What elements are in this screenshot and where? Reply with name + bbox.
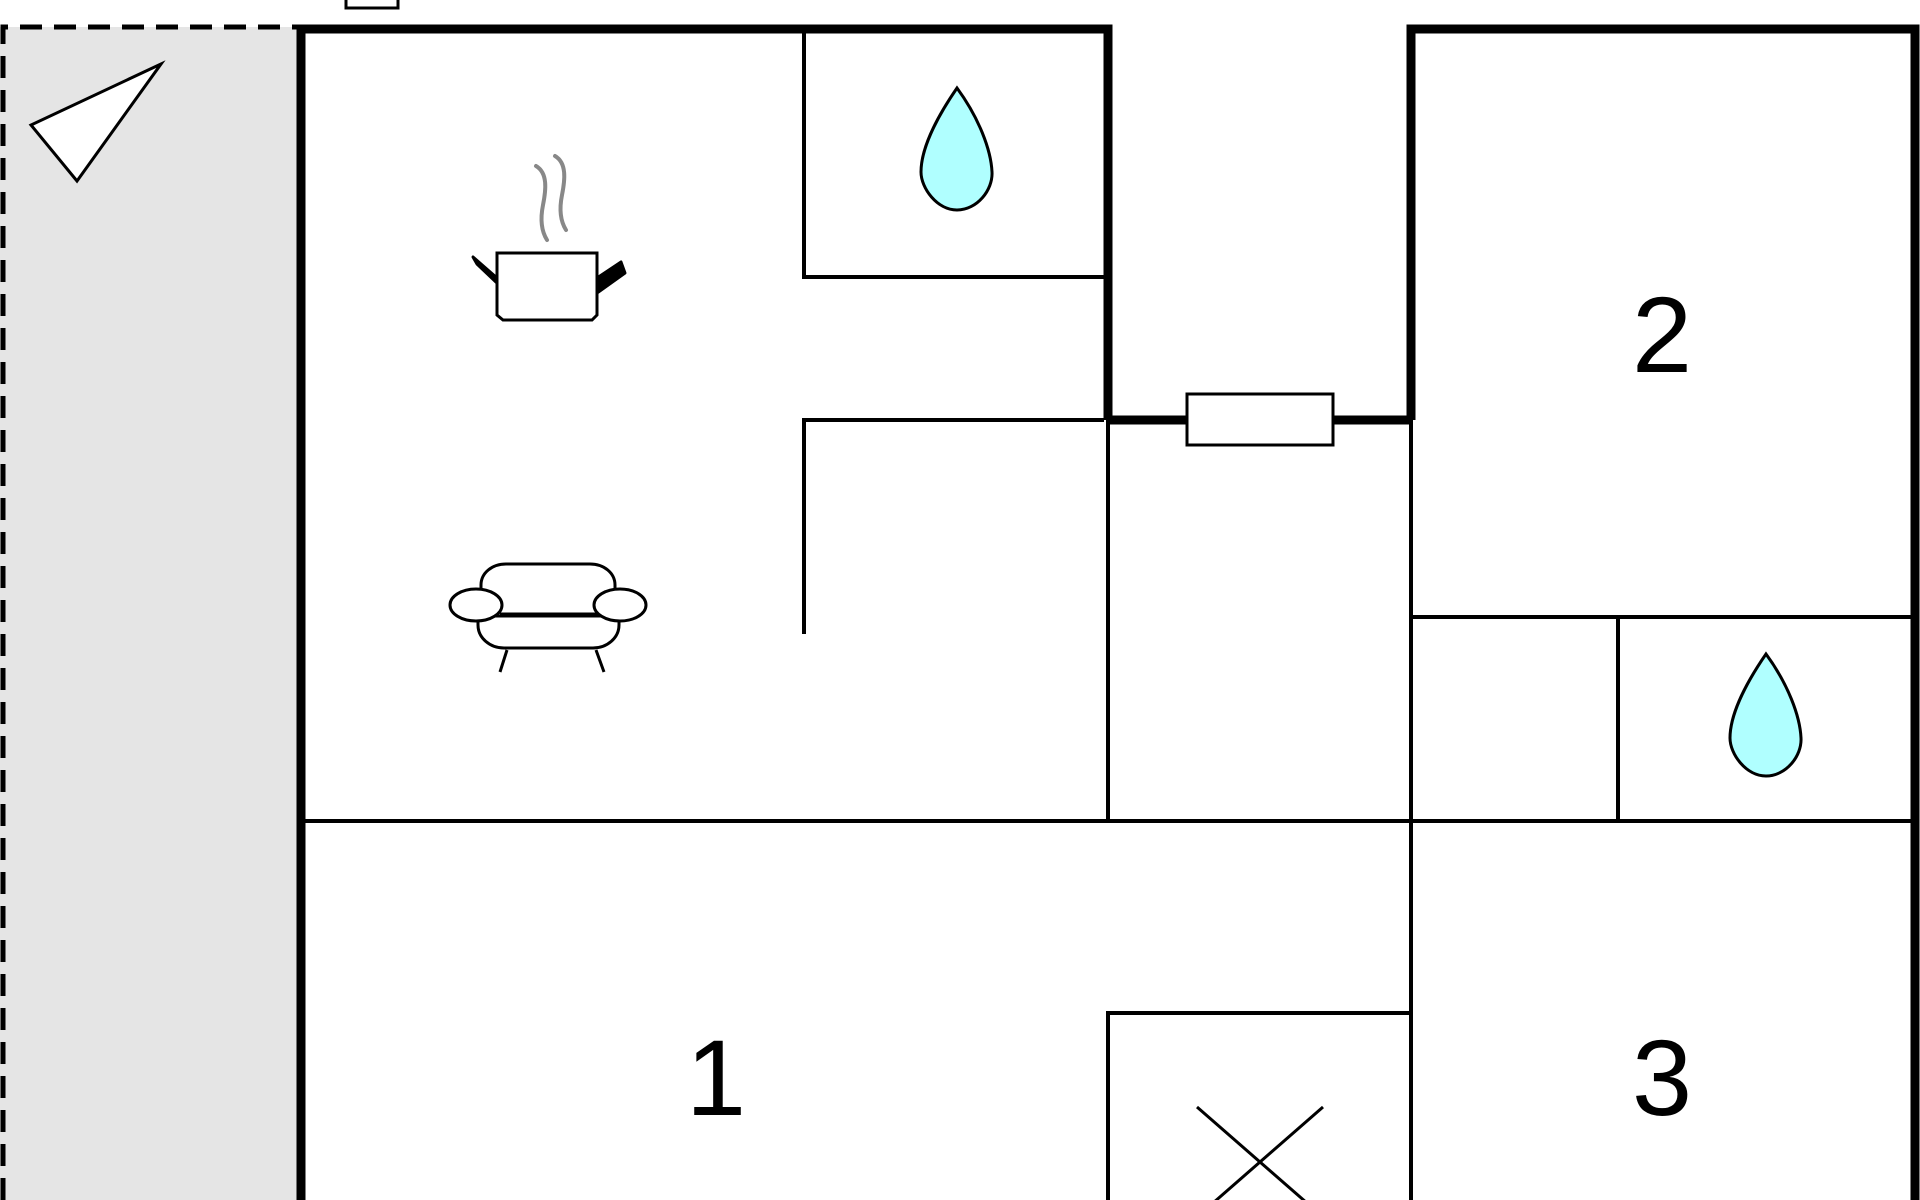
room-number-1: 1 bbox=[686, 1017, 746, 1138]
cross-line bbox=[1214, 1105, 1324, 1200]
top-marker bbox=[344, 0, 400, 10]
sofa-icon bbox=[448, 562, 648, 673]
sofa-seat bbox=[476, 614, 621, 650]
wall-right-top bbox=[1406, 24, 1920, 1200]
pot-handle-right bbox=[595, 260, 627, 295]
sofa-leg bbox=[594, 649, 606, 673]
pot-handle-left bbox=[471, 255, 499, 285]
sofa-arm-left bbox=[448, 587, 504, 623]
interior-walls bbox=[304, 29, 1911, 1200]
wall-left-top bbox=[296, 24, 1113, 1200]
water-drop-icon bbox=[1728, 651, 1803, 778]
pot-body bbox=[495, 251, 599, 322]
terrace-fill bbox=[0, 27, 300, 1200]
sofa-leg bbox=[498, 649, 509, 673]
terrace-dashed-border bbox=[0, 24, 300, 1200]
room-number-3: 3 bbox=[1632, 1017, 1692, 1138]
steam-line bbox=[534, 164, 549, 242]
sofa-arm-right bbox=[592, 587, 648, 623]
cross-icon bbox=[1196, 1105, 1324, 1200]
kitchen-pot-icon bbox=[471, 154, 627, 322]
sofa-back bbox=[479, 562, 617, 593]
water-drop-icon bbox=[919, 85, 994, 212]
radiator-icon bbox=[1185, 392, 1335, 447]
kitchen-partition-wall bbox=[802, 418, 1104, 634]
terrace-area bbox=[0, 24, 300, 1200]
room-number-2: 2 bbox=[1632, 274, 1692, 395]
steam-line bbox=[553, 154, 568, 232]
cross-line bbox=[1196, 1105, 1306, 1200]
bathroom-top-wall bbox=[802, 29, 1104, 279]
storage-room-wall bbox=[1106, 1011, 1411, 1200]
north-arrow-icon bbox=[28, 60, 166, 184]
exterior-walls bbox=[296, 24, 1920, 1200]
